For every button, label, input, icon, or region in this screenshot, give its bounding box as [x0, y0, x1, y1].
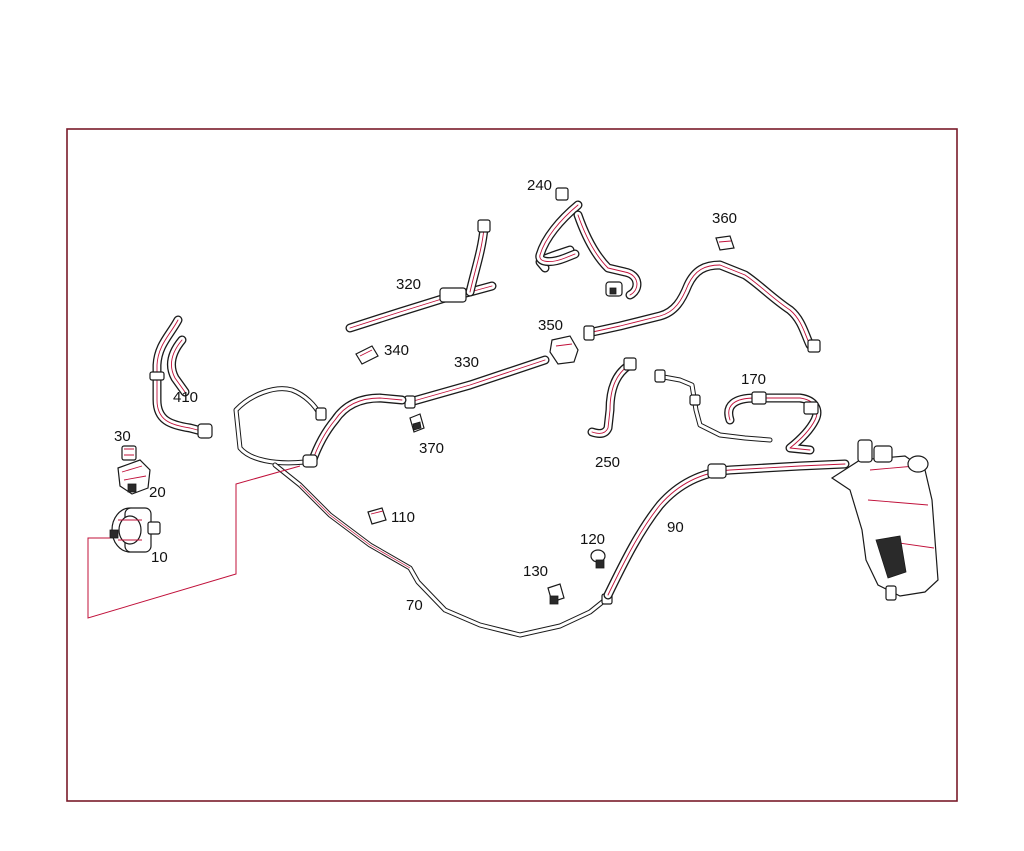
part-350-connector[interactable]	[549, 335, 579, 365]
part-330-tube[interactable]	[404, 355, 550, 409]
part-360-hose[interactable]	[583, 235, 821, 353]
label-350: 350	[538, 317, 563, 334]
label-130: 130	[523, 563, 548, 580]
label-320: 320	[396, 276, 421, 293]
label-120: 120	[580, 531, 605, 548]
label-110: 110	[391, 509, 415, 526]
label-10: 10	[151, 549, 168, 566]
part-130-clip[interactable]	[547, 583, 565, 605]
part-340-clip[interactable]	[355, 345, 379, 365]
part-70-line[interactable]	[233, 386, 613, 638]
label-30: 30	[114, 428, 131, 445]
part-20-bracket[interactable]	[117, 459, 151, 495]
label-340: 340	[384, 342, 409, 359]
part-370-clip[interactable]	[409, 413, 425, 433]
label-250: 250	[595, 454, 620, 471]
part-250-hose[interactable]	[587, 357, 637, 438]
label-410: 410	[173, 389, 198, 406]
label-90: 90	[667, 519, 684, 536]
label-360: 360	[712, 210, 737, 227]
label-240: 240	[527, 177, 552, 194]
diagram-frame	[66, 128, 958, 802]
part-hose-center[interactable]	[302, 393, 407, 468]
label-70: 70	[406, 597, 423, 614]
part-240-hose[interactable]	[535, 187, 642, 300]
label-330: 330	[454, 354, 479, 371]
part-110-clip[interactable]	[367, 507, 387, 525]
part-120-clip[interactable]	[590, 549, 606, 569]
part-170-hose[interactable]	[654, 369, 822, 455]
part-30-clip[interactable]	[121, 445, 137, 461]
label-370: 370	[419, 440, 444, 457]
leader-line-pump	[87, 465, 301, 619]
label-170: 170	[741, 371, 766, 388]
part-320-tube[interactable]	[345, 219, 497, 333]
part-90-hose[interactable]	[603, 459, 850, 600]
part-410-hose[interactable]	[149, 315, 213, 439]
reservoir[interactable]	[830, 439, 939, 601]
label-20: 20	[149, 484, 166, 501]
part-10-pump[interactable]	[109, 507, 161, 553]
